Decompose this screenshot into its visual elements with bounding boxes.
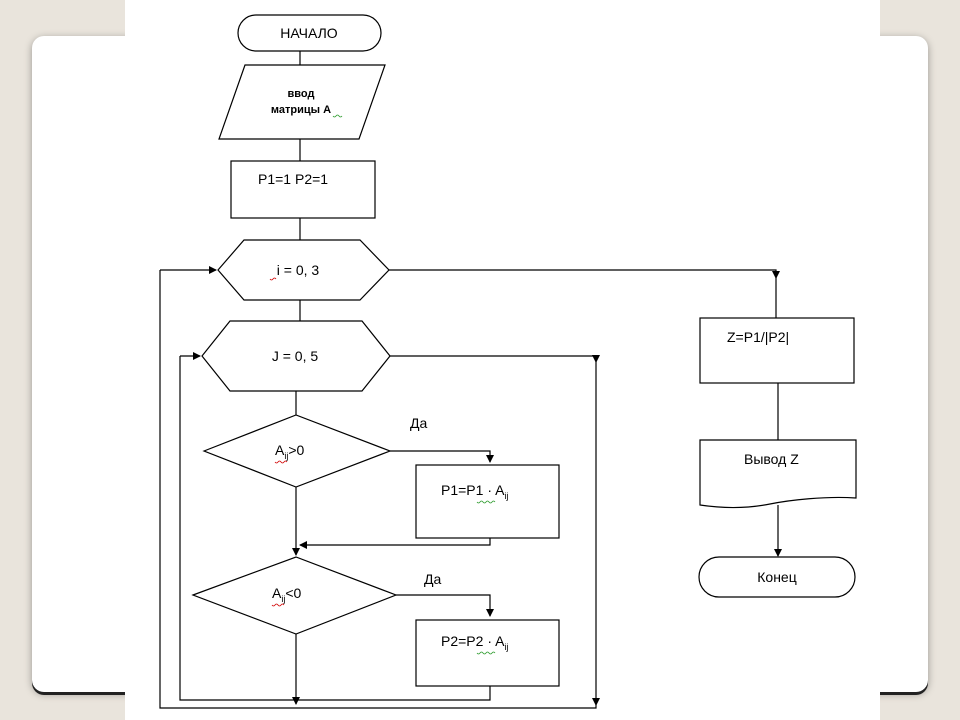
cond1-yes-arrow [390,450,494,463]
cond1-label: Aij>0 [275,442,305,461]
start-terminal: НАЧАЛО [237,14,382,52]
output-label: Вывод Z [744,451,799,467]
loop-i-label: i = 0, 3 [277,262,320,278]
yes-label-2: Да [424,571,441,587]
yes-label-1: Да [410,415,427,431]
loop-j-hexagon: J = 0, 5 [201,320,391,392]
assign2-label: P2=P2 · Aij [441,633,508,652]
start-label: НАЧАЛО [280,25,338,41]
compute-z-label: Z=P1/|P2| [727,329,789,345]
condition-aij-positive: Aij>0 [202,414,392,488]
assign-p2-block: P2=P2 · Aij [415,619,560,687]
input-matrix-block: ввод матрицы А [218,64,386,140]
input-label-line1: ввод [288,88,315,100]
output-document-block: Вывод Z [699,439,857,509]
inner-loop-return-path [179,356,491,701]
loop-j-label: J = 0, 5 [272,348,319,364]
loop-i-exit-arrow [389,269,780,279]
assign1-return-arrow [299,538,491,549]
assign-p1-block: P1=P1 · Aij [415,464,560,539]
init-process-block: P1=1 P2=1 [230,160,376,219]
init-label: P1=1 P2=1 [258,171,328,187]
outer-loop-return-path [159,270,597,709]
input-label-line2: матрицы А [271,104,331,116]
loop-i-hexagon: i = 0, 3 [217,239,390,301]
end-terminal: Конец [698,556,856,598]
condition-aij-negative: Aij<0 [191,556,398,635]
compute-z-block: Z=P1/|P2| [699,317,855,384]
assign1-label: P1=P1 · Aij [441,482,508,501]
cond2-yes-arrow [396,594,494,617]
loop-j-exit-arrow [390,355,600,363]
end-label: Конец [757,569,796,585]
cond2-label: Aij<0 [272,585,302,604]
